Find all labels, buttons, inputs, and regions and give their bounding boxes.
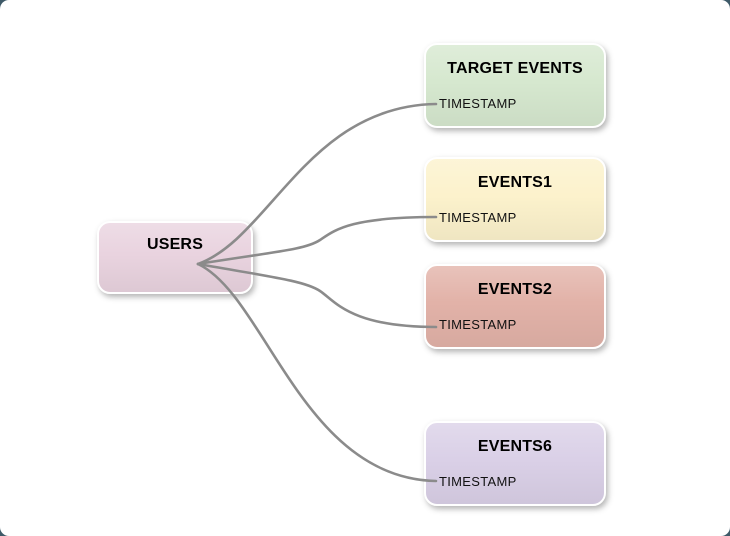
entity-target-events-title: TARGET EVENTS <box>447 60 583 77</box>
entity-events1-timestamp-field: TIMESTAMP <box>439 210 517 225</box>
entity-events2[interactable]: EVENTS2 TIMESTAMP <box>424 264 606 349</box>
edge-users-to-events6 <box>196 262 438 483</box>
entity-events2-title: EVENTS2 <box>477 281 553 298</box>
entity-events6-title: EVENTS6 <box>477 438 553 455</box>
entity-users[interactable]: USERS <box>97 221 253 294</box>
entity-events1[interactable]: EVENTS1 TIMESTAMP <box>424 157 606 242</box>
entity-events6[interactable]: EVENTS6 TIMESTAMP <box>424 421 606 506</box>
entity-target-events-timestamp-field: TIMESTAMP <box>439 96 517 111</box>
entity-events6-timestamp-field: TIMESTAMP <box>439 474 517 489</box>
entity-users-title: USERS <box>146 236 204 253</box>
entity-target-events[interactable]: TARGET EVENTS TIMESTAMP <box>424 43 606 128</box>
entity-events1-title: EVENTS1 <box>477 174 553 191</box>
entity-events2-timestamp-field: TIMESTAMP <box>439 317 517 332</box>
